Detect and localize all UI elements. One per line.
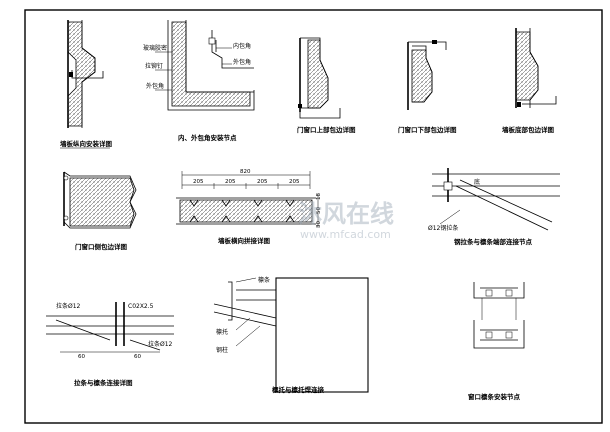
caption-1: 墙板纵向安装详图 bbox=[60, 139, 113, 148]
drawing-frame bbox=[24, 9, 603, 424]
caption-5: 墙板底部包边详图 bbox=[502, 125, 555, 134]
label-edge: 底 bbox=[474, 178, 480, 186]
watermark-text: 沐风在线 bbox=[298, 200, 394, 228]
label-rivet: 拉铆钉 bbox=[145, 62, 163, 70]
label-tie-rod-2: 拉条Ø12 bbox=[148, 340, 173, 348]
caption-2: 内、外包角安装节点 bbox=[178, 133, 237, 142]
label-purlin: 檩条 bbox=[258, 276, 270, 284]
detail-purlin-support: 檩条 檩托 钢柱 檩托与檩托焊连接 bbox=[213, 276, 369, 394]
caption-10: 檩托与檩托焊连接 bbox=[272, 385, 325, 394]
detail-panel-horizontal: 820 205 205 205 205 18 50 30 墙板横向拼接详图 bbox=[176, 169, 322, 245]
dim-thk-2: 50 bbox=[316, 207, 322, 214]
label-inner-corner: 内包角 bbox=[233, 42, 251, 50]
label-steel-tie: Ø12钢拉条 bbox=[428, 224, 458, 232]
caption-9: 拉条与檩条连接详图 bbox=[74, 378, 133, 387]
label-outer-corner: 外包角 bbox=[146, 82, 164, 90]
watermark: 沐风在线 www.mfcad.com bbox=[298, 200, 394, 241]
label-inner-corner-2: 外包角 bbox=[233, 58, 251, 66]
label-purlin-support: 檩托 bbox=[216, 328, 228, 336]
caption-11: 窗口檩条安装节点 bbox=[468, 392, 521, 401]
detail-window-top: 门窗口上部包边详图 bbox=[297, 37, 356, 134]
label-tie-rod: 拉条Ø12 bbox=[56, 302, 81, 310]
caption-7: 墙板横向拼接详图 bbox=[218, 236, 271, 245]
detail-panel-bottom: 墙板底部包边详图 bbox=[502, 28, 557, 134]
detail-corner: 玻璃胶密 拉铆钉 外包角 内包角 外包角 内、外包角安装节点 bbox=[143, 20, 255, 142]
caption-6: 门窗口侧包边详图 bbox=[75, 242, 128, 251]
caption-3: 门窗口上部包边详图 bbox=[297, 125, 356, 134]
detail-window-side: 门窗口侧包边详图 bbox=[63, 171, 137, 251]
dim-spacing-1: 60 bbox=[78, 354, 85, 360]
detail-window-bottom: 门窗口下部包边详图 bbox=[398, 40, 457, 134]
label-sealant: 玻璃胶密 bbox=[143, 44, 167, 52]
dim-total: 820 bbox=[240, 169, 251, 175]
dim-seg-1: 205 bbox=[193, 179, 204, 185]
detail-panel-vertical: 墙板纵向安装详图 bbox=[60, 20, 113, 149]
label-steel-column: 钢柱 bbox=[216, 346, 228, 354]
caption-8: 钢拉条与檩条端部连接节点 bbox=[454, 237, 533, 246]
dim-thk-1: 18 bbox=[316, 193, 322, 200]
dim-seg-2: 205 bbox=[225, 179, 236, 185]
label-purlin-spec: C02X2.5 bbox=[128, 303, 154, 310]
caption-4: 门窗口下部包边详图 bbox=[398, 125, 457, 134]
dim-seg-3: 205 bbox=[257, 179, 268, 185]
dim-thk-3: 30 bbox=[316, 221, 322, 228]
detail-window-purlin: 窗口檩条安装节点 bbox=[468, 282, 525, 401]
detail-tie-rod-purlin: 拉条Ø12 C02X2.5 拉条Ø12 60 60 拉条与檩条连接详图 bbox=[46, 302, 174, 387]
watermark-url: www.mfcad.com bbox=[300, 228, 391, 241]
dim-seg-4: 205 bbox=[289, 179, 300, 185]
dim-spacing-2: 60 bbox=[134, 354, 141, 360]
detail-tie-rod-end: Ø12钢拉条 底 钢拉条与檩条端部连接节点 bbox=[428, 168, 560, 246]
